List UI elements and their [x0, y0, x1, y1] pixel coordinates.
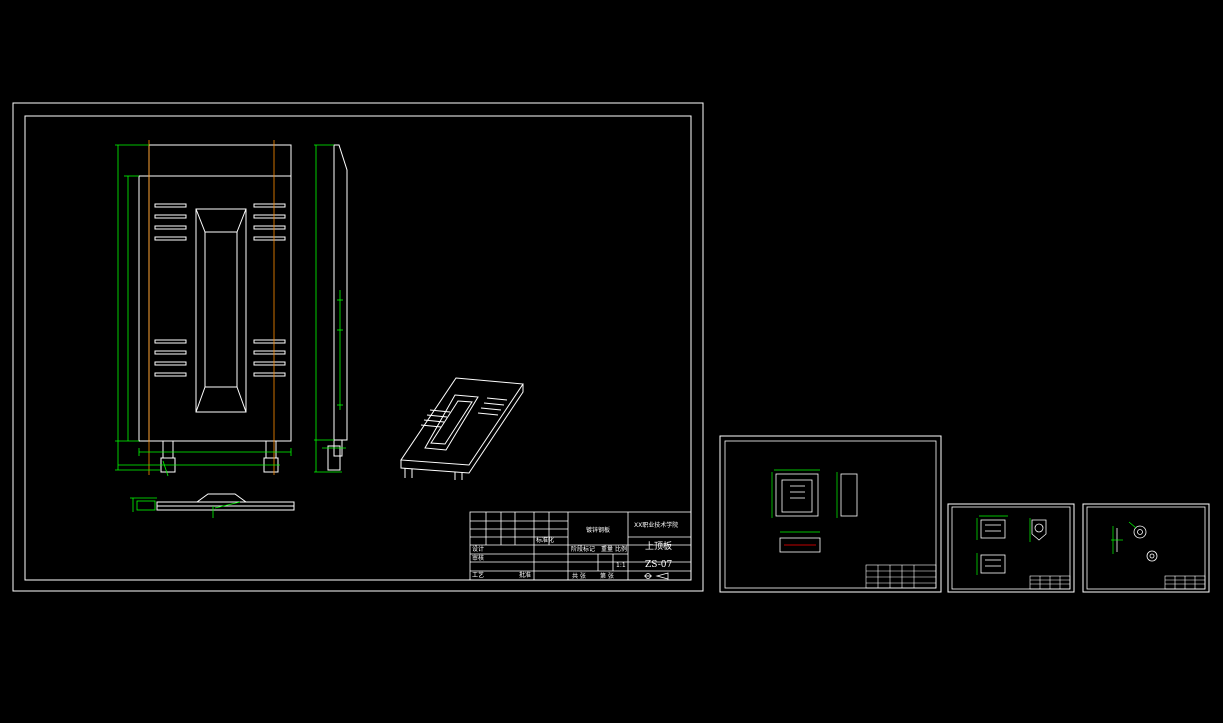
iso-vent-slots [420, 397, 508, 428]
iso-panel-thickness [400, 384, 524, 474]
side-profile [333, 144, 348, 441]
title-block-checker: 审核 [472, 554, 484, 562]
side-view[interactable] [327, 144, 348, 471]
sheet4-inner-border [1086, 506, 1206, 590]
front-foot-right [265, 440, 277, 459]
drawing-sheet-2[interactable] [719, 435, 942, 593]
handle-recess-outer [195, 208, 247, 413]
iso-panel-outline [400, 377, 524, 466]
recess-bevel-tl [195, 208, 206, 233]
handle-recess-inner [204, 231, 238, 388]
front-foot-left [162, 440, 174, 459]
vent-slots-bottom-right [253, 339, 286, 377]
title-block-craft: 工艺 [472, 571, 484, 579]
title-block-ratio-label: 比例 [615, 545, 627, 553]
bottom-view[interactable] [156, 493, 295, 511]
title-block-sheet-index: 第 张 [600, 572, 614, 580]
vent-slots-bottom-left [154, 339, 187, 377]
title-block-standardize: 标准化 [536, 536, 554, 544]
bottom-view-ramp [196, 493, 247, 503]
sheet2-dimensions [771, 469, 838, 533]
side-view-dimensions [314, 144, 346, 473]
sheet4-views [1116, 525, 1158, 562]
sheet3-inner-border [951, 506, 1071, 590]
recess-bevel-bl [195, 386, 206, 413]
isometric-view[interactable] [400, 377, 524, 480]
title-block[interactable] [469, 511, 692, 581]
title-block-approve: 批准 [519, 571, 531, 579]
main-drawing-sheet[interactable]: 镀锌钢板 XX职业技术学院 上顶板 ZS-07 1:1 阶段标记 重量 比例 共… [12, 102, 704, 592]
title-block-part-name: 上顶板 [645, 540, 672, 552]
front-panel-outline [148, 144, 292, 442]
sheet2-inner-border [724, 440, 937, 589]
vent-slots-top-left [154, 203, 187, 241]
title-block-sheets-total: 共 张 [572, 572, 586, 580]
title-block-company: XX职业技术学院 [634, 521, 678, 529]
sheet3-outer-border [947, 503, 1075, 593]
title-block-drawing-no: ZS-07 [645, 560, 673, 570]
sheet3-dimensions [976, 515, 1031, 575]
bottom-view-dimensions [130, 497, 241, 518]
iso-handle-inner [430, 400, 473, 445]
drawing-sheet-4[interactable] [1082, 503, 1210, 593]
title-block-designer: 设计 [472, 545, 484, 553]
vent-slots-top-right [253, 203, 286, 241]
front-view[interactable] [138, 144, 292, 473]
sheet3-views [980, 519, 1047, 574]
title-block-stage-label: 阶段标记 [571, 545, 595, 553]
title-block-weight-label: 重量 [601, 545, 613, 553]
sheet4-outer-border [1082, 503, 1210, 593]
sheet4-title-block [1164, 575, 1206, 590]
front-view-dimensions [115, 144, 292, 477]
recess-bevel-tr [236, 208, 247, 233]
sheet4-dimensions [1111, 521, 1137, 554]
projection-symbol-icon [644, 572, 669, 580]
sheet2-outer-border [719, 435, 942, 593]
sheet3-title-block [1029, 575, 1071, 590]
front-panel-inner [138, 175, 292, 442]
sheet2-views [775, 473, 858, 553]
title-block-scale: 1:1 [616, 562, 626, 569]
title-block-material: 镀锌钢板 [586, 526, 610, 534]
iso-handle-recess [424, 394, 479, 451]
sheet-inner-border [24, 115, 692, 581]
recess-bevel-br [236, 386, 247, 413]
side-foot-pad [327, 445, 341, 471]
drawing-sheet-3[interactable] [947, 503, 1075, 593]
sheet-outer-border [12, 102, 704, 592]
sheet2-title-block [865, 564, 937, 589]
title-block-frame [469, 511, 692, 581]
